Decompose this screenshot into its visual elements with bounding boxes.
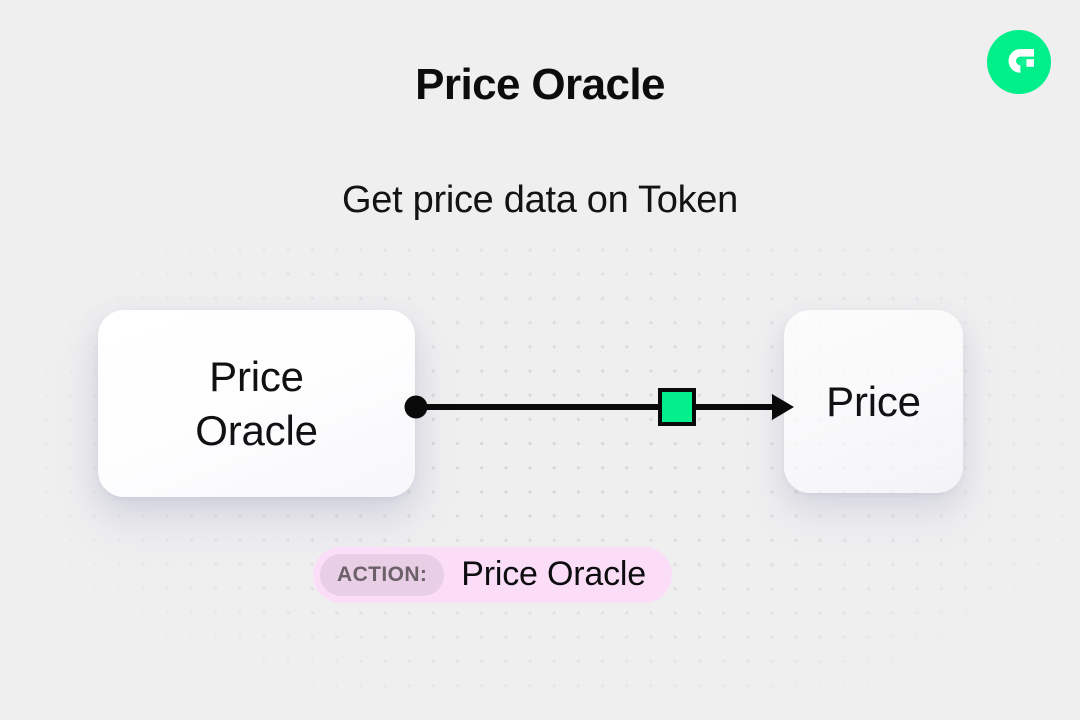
node-card-price[interactable]: Price <box>784 310 963 493</box>
connector-edge <box>390 378 800 430</box>
action-value: Price Oracle <box>461 554 646 593</box>
node-card-price-oracle[interactable]: Price Oracle <box>98 310 415 497</box>
node-label: Price Oracle <box>195 352 318 454</box>
node-label: Price <box>826 377 921 425</box>
page-title: Price Oracle <box>415 60 665 109</box>
green-square-marker-icon[interactable] <box>658 388 696 426</box>
action-badge: ACTION: Price Oracle <box>313 547 672 603</box>
flow-logo-icon <box>987 30 1051 94</box>
page-subtitle: Get price data on Token <box>342 179 738 221</box>
action-tag-label: ACTION: <box>320 554 445 596</box>
